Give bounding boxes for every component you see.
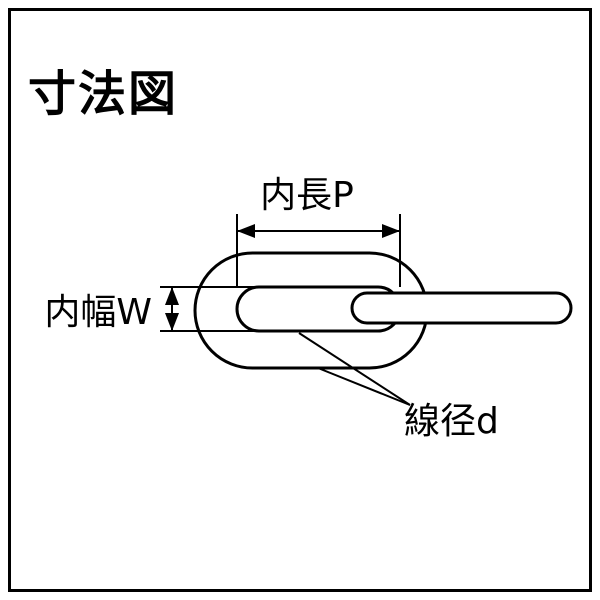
label-wire-diameter: 線径d (404, 401, 499, 442)
leader-line-d-lower (317, 367, 411, 406)
arrowhead-p-right (382, 224, 400, 238)
arrowhead-w-top (165, 287, 179, 305)
chain-bar (350, 291, 573, 325)
label-inner-length: 内長P (260, 175, 354, 216)
label-inner-width: 内幅W (44, 292, 152, 333)
page-title: 寸法図 (28, 66, 178, 122)
leader-line-d-upper (298, 332, 411, 406)
arrowhead-p-left (237, 224, 255, 238)
arrowhead-w-bottom (165, 313, 179, 331)
